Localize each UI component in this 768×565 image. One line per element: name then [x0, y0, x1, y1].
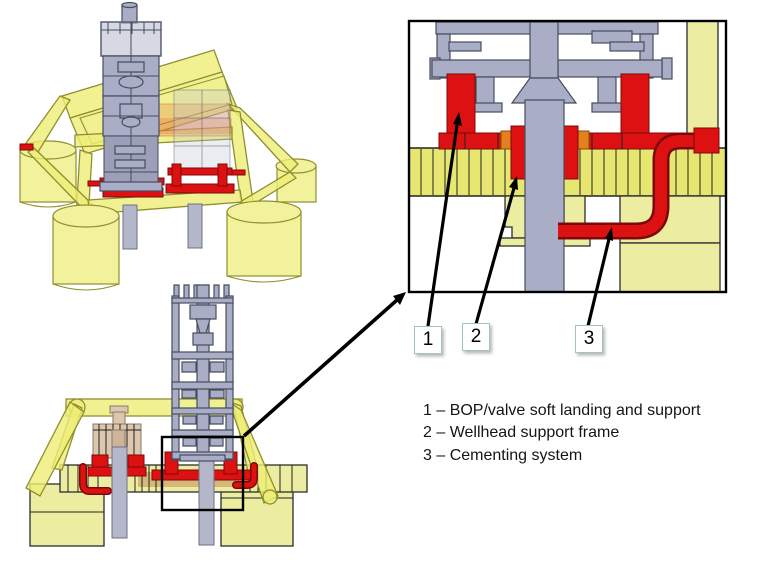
- detail-box-border: [407, 19, 728, 294]
- callout-box-1: 1: [414, 326, 442, 354]
- callout-arrow-2: [474, 187, 516, 325]
- pile-left: [122, 204, 138, 250]
- pile-under-tree: [111, 446, 128, 539]
- ghost-tower-slot: [173, 89, 231, 171]
- front-view: [25, 284, 406, 547]
- soft-landing-column-right: [620, 73, 650, 137]
- guide-leg-right: [597, 76, 617, 106]
- guide-funnel: [510, 77, 578, 104]
- soft-landing-supports: [438, 73, 702, 180]
- callout-arrows: [426, 112, 613, 327]
- callout-arrow-3: [586, 238, 611, 327]
- wellhead-column: [524, 99, 565, 291]
- highlight-rectangle: [160, 435, 245, 512]
- callout-box-3: 3: [575, 325, 603, 353]
- legend: 1 – BOP/valve soft landing and support 2…: [423, 400, 701, 467]
- bop-bottom-structure: [429, 22, 673, 113]
- suction-can-back-left: [19, 140, 77, 208]
- leader-arrowhead: [393, 292, 406, 305]
- ghost-tower-lines: [174, 90, 230, 170]
- leader-line: [242, 298, 399, 438]
- landing-skid-right: [19, 143, 246, 194]
- bop-stack-front: [171, 284, 234, 462]
- cementing-connector: [693, 127, 720, 154]
- deck-plate-seams: [420, 149, 713, 195]
- callout-number-3: 3: [583, 328, 595, 349]
- callout-number-2: 2: [470, 326, 482, 347]
- legend-item-3: 3 – Cementing system: [423, 446, 583, 464]
- cementing-pipe: [558, 127, 720, 240]
- pile-under-tower: [198, 459, 215, 546]
- legend-item-1: 1 – BOP/valve soft landing and support: [423, 402, 701, 419]
- isometric-view: [19, 1, 317, 291]
- detail-view: [410, 22, 725, 291]
- bop-stack-isometric: [99, 1, 163, 192]
- soft-landing-column-left: [446, 73, 476, 137]
- guide-leg-left: [475, 76, 495, 106]
- callout-box-2: 2: [462, 323, 490, 351]
- wellhead-frame-strip-left: [510, 125, 526, 180]
- callout-arrow-1: [426, 124, 459, 327]
- suction-can-front-right: [226, 200, 302, 283]
- callout-number-1: 1: [422, 329, 434, 350]
- foundation-block-lower: [619, 242, 721, 291]
- pile-right: [187, 203, 203, 249]
- legend-item-2: 2 – Wellhead support frame: [423, 424, 620, 442]
- suction-can-front-left: [52, 204, 120, 291]
- template-legs: [22, 95, 299, 221]
- wellhead-frame-strip-right: [563, 125, 579, 180]
